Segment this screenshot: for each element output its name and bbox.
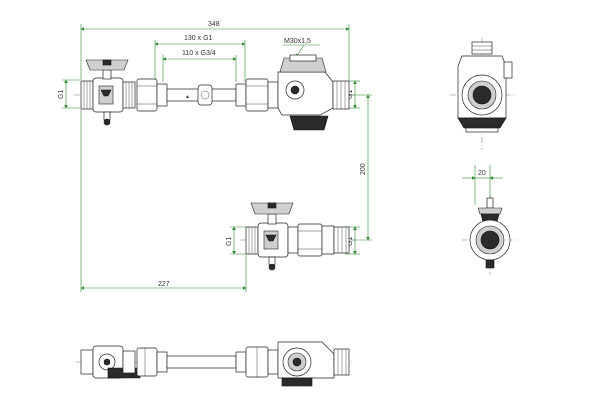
pump-valve-body	[267, 54, 350, 131]
upper-assembly: ▲	[74, 54, 356, 131]
lower-assembly	[240, 202, 356, 271]
dim-g1-lower-right-label: G1	[347, 237, 354, 246]
dim-g1-lower-left-label: G1	[226, 237, 233, 246]
dimension-thread-m30: M30x1,5	[283, 38, 320, 58]
dim-200-label: 200	[360, 163, 367, 175]
svg-text:▲: ▲	[185, 94, 190, 100]
union-right	[235, 78, 269, 112]
dim-g1-right-label: G1	[347, 90, 354, 99]
union-left	[136, 78, 168, 112]
side-view-upper	[450, 38, 516, 150]
ball-valve-left	[80, 59, 136, 126]
connecting-pipe: ▲	[166, 84, 237, 106]
dimension-fitting-g1: 130 x G1	[154, 35, 246, 82]
ball-valve-lower	[245, 202, 294, 271]
dim-348-label: 348	[208, 21, 220, 28]
top-view	[76, 341, 352, 387]
union-lower	[287, 223, 350, 257]
dimension-fitting-g34: 110 x G3/4	[162, 50, 237, 82]
dimension-lower-offset: 227	[80, 110, 247, 292]
side-view-lower	[462, 195, 518, 275]
dim-g1-left-label: G1	[58, 90, 65, 99]
dimension-height: 200	[345, 94, 372, 241]
dim-m30-label: M30x1,5	[284, 38, 311, 45]
dimension-thread-left: G1	[58, 79, 80, 109]
dimension-overall-width: 348	[80, 21, 350, 80]
dim-20-label: 20	[478, 170, 486, 177]
dim-227-label: 227	[158, 281, 170, 288]
dim-110-label: 110 x G3/4	[182, 50, 216, 57]
dim-130-label: 130 x G1	[184, 35, 213, 42]
dimension-side-offset: 20	[462, 165, 503, 205]
